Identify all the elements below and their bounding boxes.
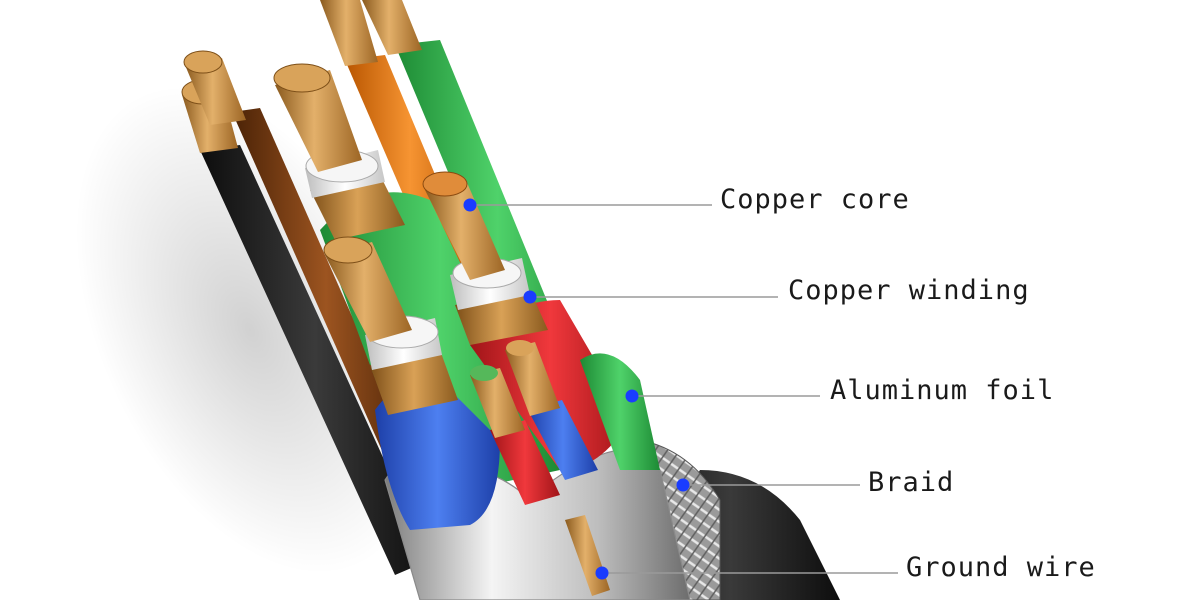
marker-aluminum-foil	[625, 389, 639, 403]
coax-lower	[323, 236, 458, 415]
signal-pair-red	[470, 365, 560, 505]
marker-braid	[676, 478, 690, 492]
label-ground-wire: Ground wire	[906, 552, 1096, 583]
coax-middle	[422, 171, 548, 345]
signal-pair-blue	[505, 340, 598, 480]
marker-copper-core	[463, 198, 477, 212]
label-copper-core: Copper core	[720, 184, 910, 215]
green-pair-jacket	[580, 353, 660, 470]
label-copper-winding: Copper winding	[788, 275, 1030, 306]
wire-brown	[183, 50, 420, 480]
label-braid: Braid	[868, 467, 955, 498]
blue-pair-jacket	[375, 379, 500, 530]
label-aluminum-foil: Aluminum foil	[830, 375, 1055, 406]
marker-copper-winding	[523, 290, 537, 304]
marker-ground-wire	[595, 566, 609, 580]
coax-upper	[273, 63, 405, 240]
